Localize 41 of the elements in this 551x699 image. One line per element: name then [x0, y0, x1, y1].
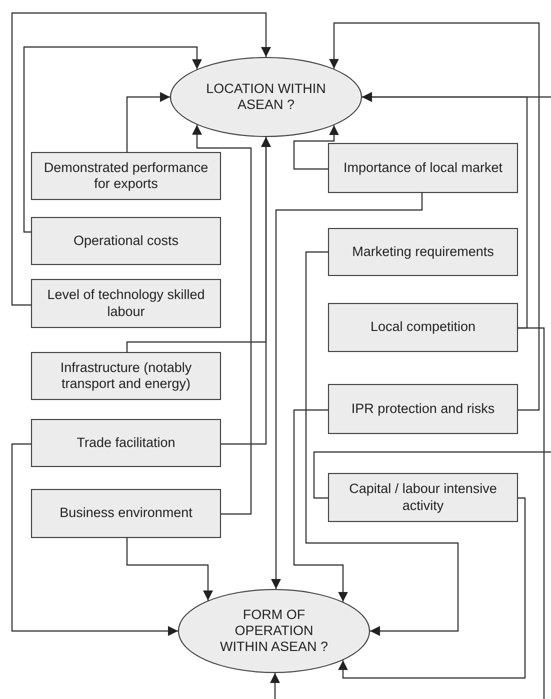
- factor-box: [328, 143, 518, 193]
- factor-label: Importance of local market: [343, 160, 503, 176]
- ellipse-label: FORM OF OPERATION WITHIN ASEAN ?: [218, 606, 330, 656]
- ellipse-label: LOCATION WITHIN ASEAN ?: [205, 80, 327, 114]
- factor-label: Business environment: [60, 505, 192, 522]
- arrow: [305, 251, 459, 636]
- factor-box: [31, 489, 221, 538]
- connector-line: [313, 451, 551, 499]
- factor-box: [31, 352, 221, 400]
- factor-box: [31, 217, 221, 265]
- arrow: [23, 46, 202, 233]
- factor-box: [328, 303, 518, 352]
- factor-box: [31, 279, 221, 328]
- factor-label: Capital / labour intensive activity: [348, 481, 498, 514]
- factor-label: IPR protection and risks: [351, 400, 495, 418]
- connector-line: [518, 327, 545, 699]
- factor-label: Demonstrated performance for exports: [42, 160, 210, 192]
- factor-box: [31, 419, 221, 467]
- arrow: [338, 497, 526, 679]
- arrow: [362, 92, 551, 102]
- factor-label: Trade facilitation: [76, 434, 176, 452]
- factor-label: Infrastructure (notably transport and energy): [59, 360, 193, 392]
- factor-label: Marketing requirements: [352, 244, 494, 260]
- factor-label: Level of technology skilled labour: [46, 287, 206, 320]
- factor-box: [328, 473, 518, 522]
- factor-box: [328, 228, 518, 276]
- arrow: [11, 443, 178, 636]
- arrow: [192, 124, 252, 515]
- arrow: [126, 92, 170, 152]
- factor-label: Operational costs: [73, 232, 179, 250]
- factor-box: [328, 384, 518, 434]
- arrow: [293, 125, 339, 170]
- arrow: [293, 409, 348, 602]
- arrow: [126, 538, 213, 600]
- arrow: [270, 673, 280, 699]
- factor-box: [31, 152, 221, 200]
- arrow: [11, 12, 271, 306]
- factor-label: Local competition: [370, 319, 476, 336]
- arrow: [271, 193, 423, 589]
- arrow: [221, 137, 271, 445]
- arrow: [329, 22, 540, 411]
